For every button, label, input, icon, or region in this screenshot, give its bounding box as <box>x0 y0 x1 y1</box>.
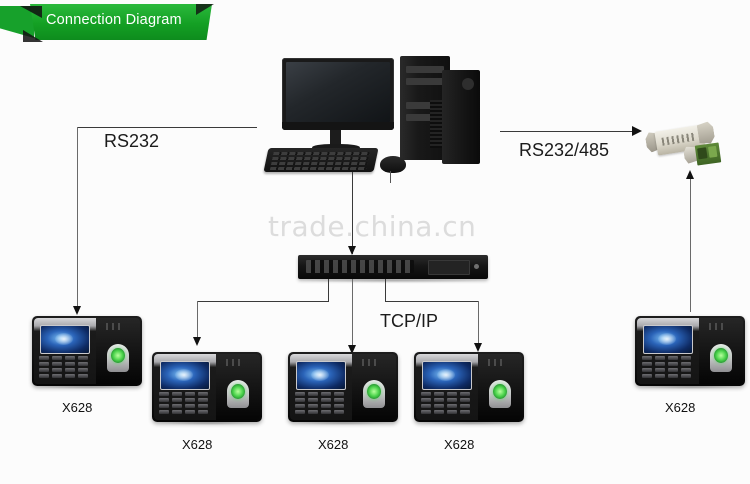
keyboard-icon <box>263 148 379 172</box>
terminal-x628-4 <box>414 352 524 426</box>
link-line-pc-to-switch <box>352 172 353 254</box>
fingerprint-sensor-icon <box>363 380 385 408</box>
terminal-label-4: X628 <box>444 437 475 452</box>
switch-panel <box>428 260 470 275</box>
fingerprint-sensor-icon <box>710 344 732 372</box>
terminal-keypad <box>39 356 89 379</box>
terminal-keypad <box>295 392 345 415</box>
arrow-tcpip-to-terminal-2 <box>193 337 201 346</box>
terminal-x628-2 <box>152 352 262 426</box>
terminal-keypad <box>159 392 209 415</box>
arrow-rs232-to-terminal <box>73 306 81 315</box>
link-label-rs232: RS232 <box>104 131 160 151</box>
pc-tower-primary-icon <box>400 56 450 160</box>
monitor-stand-neck <box>330 130 341 146</box>
link-label-tcpip: TCP/IP <box>380 311 439 331</box>
network-switch <box>298 255 488 279</box>
ribbon-fold-right-icon <box>196 4 214 15</box>
rs232-485-converter <box>646 120 722 166</box>
link-line-tcpip-b3-vertical <box>478 301 479 349</box>
link-line-converter-to-terminal <box>690 177 691 312</box>
link-line-rs232485-horizontal <box>500 131 633 132</box>
terminal-label-1: X628 <box>62 400 93 415</box>
fingerprint-sensor-icon <box>489 380 511 408</box>
fingerprint-sensor-icon <box>227 380 249 408</box>
mouse-icon <box>380 156 406 173</box>
page-title: Connection Diagram <box>46 12 182 28</box>
link-line-tcpip-b1-vertical <box>197 301 198 343</box>
arrow-pc-to-switch <box>348 246 356 255</box>
terminal-label-2: X628 <box>182 437 213 452</box>
watermark: trade.china.cn <box>268 210 477 243</box>
terminal-x628-1 <box>32 316 142 390</box>
mouse-cord <box>390 171 392 183</box>
terminal-x628-5 <box>635 316 745 390</box>
terminal-keypad <box>642 356 692 379</box>
ribbon-body <box>30 4 212 40</box>
banner: Connection Diagram <box>0 4 215 42</box>
pc-tower-secondary-icon <box>442 70 480 164</box>
monitor-chin <box>282 122 394 130</box>
monitor-stand-base <box>312 144 360 151</box>
link-label-rs232485: RS232/485 <box>519 140 610 160</box>
switch-shadow <box>296 278 492 283</box>
arrow-rs232485-to-converter <box>632 126 642 136</box>
terminal-label-5: X628 <box>665 400 696 415</box>
link-line-rs232-vertical <box>77 127 78 312</box>
switch-ports <box>306 260 414 273</box>
arrow-tcpip-to-terminal-3 <box>348 345 356 354</box>
link-line-tcpip-b1-horizontal <box>197 301 329 302</box>
link-line-tcpip-b2-vertical <box>352 279 353 351</box>
terminal-keypad <box>421 392 471 415</box>
arrow-tcpip-to-terminal-4 <box>474 343 482 352</box>
monitor-screen <box>286 62 390 122</box>
monitor-icon <box>282 58 394 130</box>
arrow-terminal-to-converter <box>686 170 694 179</box>
pcb-module-icon <box>694 142 722 166</box>
link-line-tcpip-b3-horizontal <box>385 301 479 302</box>
link-line-tcpip-b1-stub <box>328 279 329 301</box>
link-line-tcpip-b3-stub <box>385 279 386 301</box>
fingerprint-sensor-icon <box>107 344 129 372</box>
converter-label-strip <box>661 132 697 146</box>
terminal-x628-3 <box>288 352 398 426</box>
desktop-computer <box>262 52 480 183</box>
terminal-label-3: X628 <box>318 437 349 452</box>
switch-led-icon <box>474 264 479 269</box>
link-line-rs232-horizontal <box>77 127 257 128</box>
